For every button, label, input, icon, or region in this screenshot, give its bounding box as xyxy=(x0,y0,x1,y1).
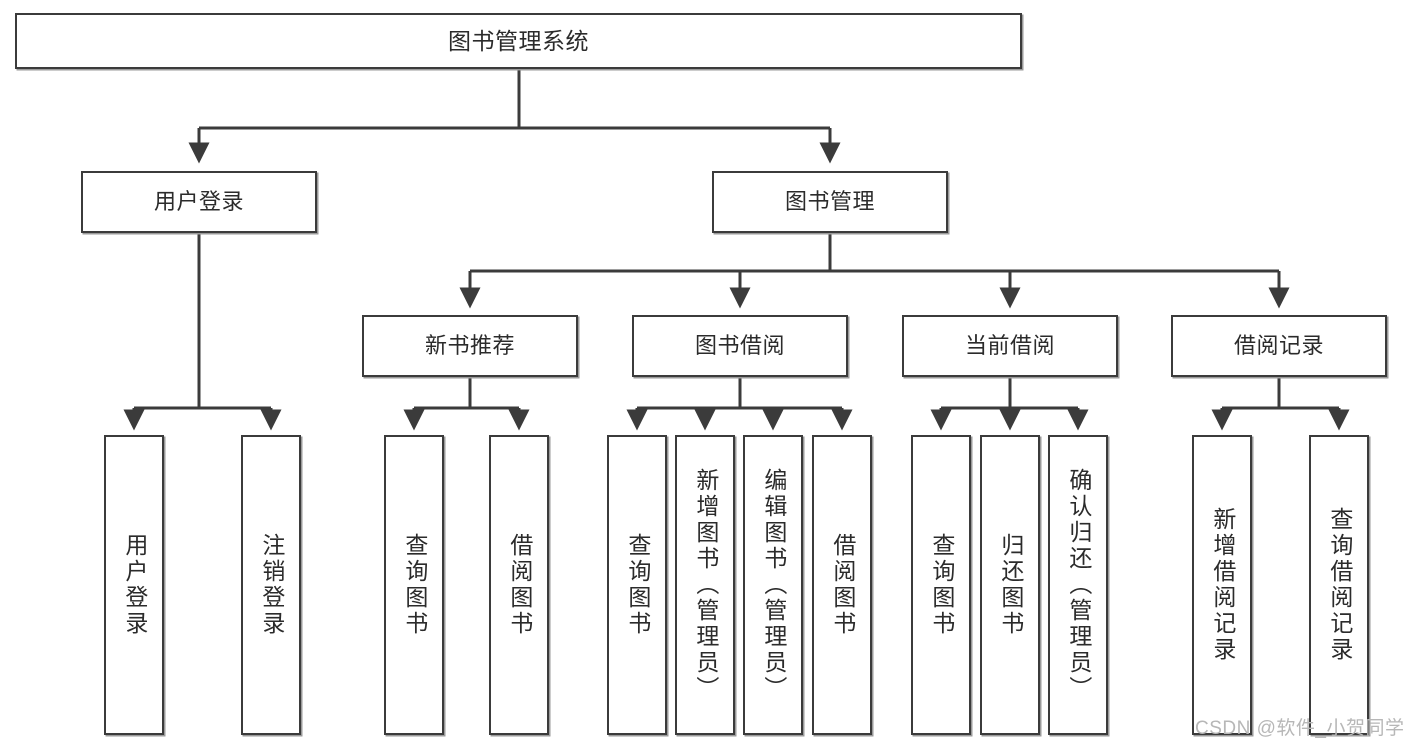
node-book-borrow-label: 图书借阅 xyxy=(694,333,785,359)
node-leaf-borrow-book-1[interactable]: 借阅图书 xyxy=(489,435,549,735)
node-current-borrow-label: 当前借阅 xyxy=(964,333,1055,359)
node-leaf-return-book[interactable]: 归还图书 xyxy=(980,435,1040,735)
node-leaf-query-book-2[interactable]: 查询图书 xyxy=(607,435,667,735)
node-leaf-add-book-label: 新增图书（管理员） xyxy=(692,468,719,702)
node-leaf-edit-book-label: 编辑图书（管理员） xyxy=(760,468,787,702)
node-leaf-query-book-1-label: 查询图书 xyxy=(401,533,428,637)
node-leaf-logout-login[interactable]: 注销登录 xyxy=(241,435,301,735)
node-user-login[interactable]: 用户登录 xyxy=(81,171,317,233)
node-new-book-recommend-label: 新书推荐 xyxy=(424,333,515,359)
node-leaf-user-login[interactable]: 用户登录 xyxy=(104,435,164,735)
csdn-watermark: CSDN @软件_小贺同学 xyxy=(1195,718,1405,739)
node-root-label: 图书管理系统 xyxy=(448,27,589,54)
node-book-borrow[interactable]: 图书借阅 xyxy=(632,315,848,377)
node-leaf-user-login-label: 用户登录 xyxy=(121,533,148,637)
node-user-login-label: 用户登录 xyxy=(153,189,244,215)
node-leaf-confirm-return[interactable]: 确认归还（管理员） xyxy=(1048,435,1108,735)
node-leaf-edit-book[interactable]: 编辑图书（管理员） xyxy=(743,435,803,735)
node-borrow-record-label: 借阅记录 xyxy=(1233,333,1324,359)
node-root[interactable]: 图书管理系统 xyxy=(15,13,1022,69)
node-leaf-borrow-book-2-label: 借阅图书 xyxy=(829,533,856,637)
node-leaf-add-record[interactable]: 新增借阅记录 xyxy=(1192,435,1252,735)
node-book-manage[interactable]: 图书管理 xyxy=(712,171,948,233)
node-leaf-query-book-1[interactable]: 查询图书 xyxy=(384,435,444,735)
node-book-manage-label: 图书管理 xyxy=(784,189,875,215)
node-leaf-query-record-label: 查询借阅记录 xyxy=(1326,507,1353,663)
node-leaf-confirm-return-label: 确认归还（管理员） xyxy=(1065,468,1092,702)
node-borrow-record[interactable]: 借阅记录 xyxy=(1171,315,1387,377)
node-leaf-return-book-label: 归还图书 xyxy=(997,533,1024,637)
node-leaf-query-book-3[interactable]: 查询图书 xyxy=(911,435,971,735)
node-leaf-add-record-label: 新增借阅记录 xyxy=(1209,507,1236,663)
node-leaf-query-record[interactable]: 查询借阅记录 xyxy=(1309,435,1369,735)
node-leaf-logout-login-label: 注销登录 xyxy=(258,533,285,637)
node-current-borrow[interactable]: 当前借阅 xyxy=(902,315,1118,377)
node-leaf-query-book-3-label: 查询图书 xyxy=(928,533,955,637)
node-leaf-borrow-book-2[interactable]: 借阅图书 xyxy=(812,435,872,735)
node-leaf-add-book[interactable]: 新增图书（管理员） xyxy=(675,435,735,735)
node-new-book-recommend[interactable]: 新书推荐 xyxy=(362,315,578,377)
node-leaf-query-book-2-label: 查询图书 xyxy=(624,533,651,637)
node-leaf-borrow-book-1-label: 借阅图书 xyxy=(506,533,533,637)
